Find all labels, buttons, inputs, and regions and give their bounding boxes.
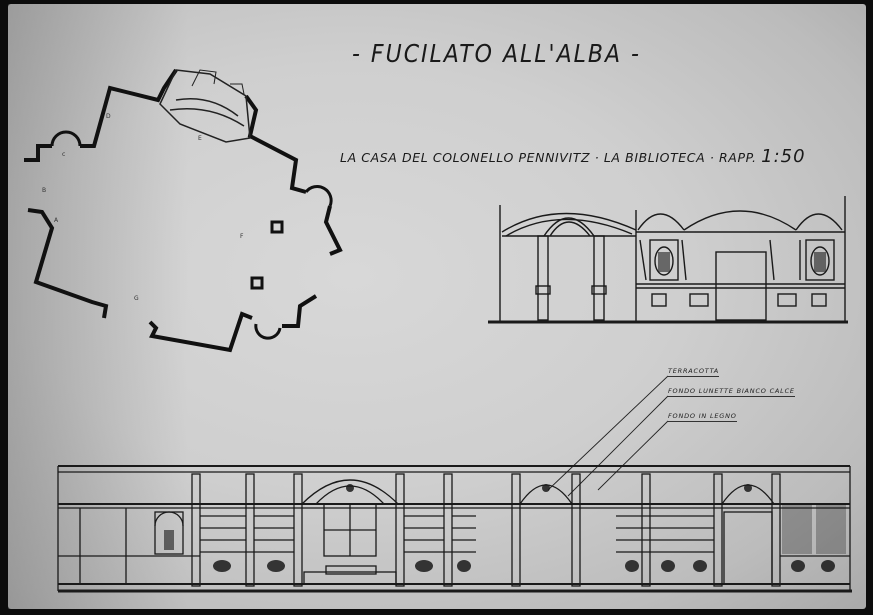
plan-wall-north [80,68,178,148]
plan-niche-west [50,130,82,147]
drawing-title: - FUCILATO ALL'ALBA - [352,40,641,69]
plan-wall-north-east [244,94,307,194]
plan-wall-north-west [24,144,52,162]
note-terracotta: TERRACOTTA [668,367,720,377]
subtitle-text: LA CASA DEL COLONELLO PENNIVITZ · LA BIB… [340,150,757,165]
svg-text:B: B [42,187,46,194]
plan-wall-south [148,311,253,353]
svg-text:c: c [62,151,65,158]
plan-wall-south-east [282,294,318,328]
svg-text:G: G [134,295,139,302]
plan-apse-outline [159,69,251,143]
plan-niche-south [254,323,282,340]
plan-wall-east [323,205,343,256]
plan-pillar-1 [270,220,284,234]
drawing-subtitle: LA CASA DEL COLONELLO PENNIVITZ · LA BIB… [340,146,806,167]
scale-value: 1:50 [761,146,806,167]
plan-pillar-2 [250,276,264,290]
plan-niche-east [304,185,333,207]
plan-wall-west [27,208,109,319]
svg-text:A: A [54,217,59,224]
svg-text:D: D [106,113,111,120]
note-fondo-legno: FONDO IN LEGNO [668,412,737,422]
svg-text:E: E [198,135,202,142]
svg-text:F: F [240,233,244,240]
note-fondo-lunette: FONDO LUNETTE BIANCO CALCE [668,387,795,397]
